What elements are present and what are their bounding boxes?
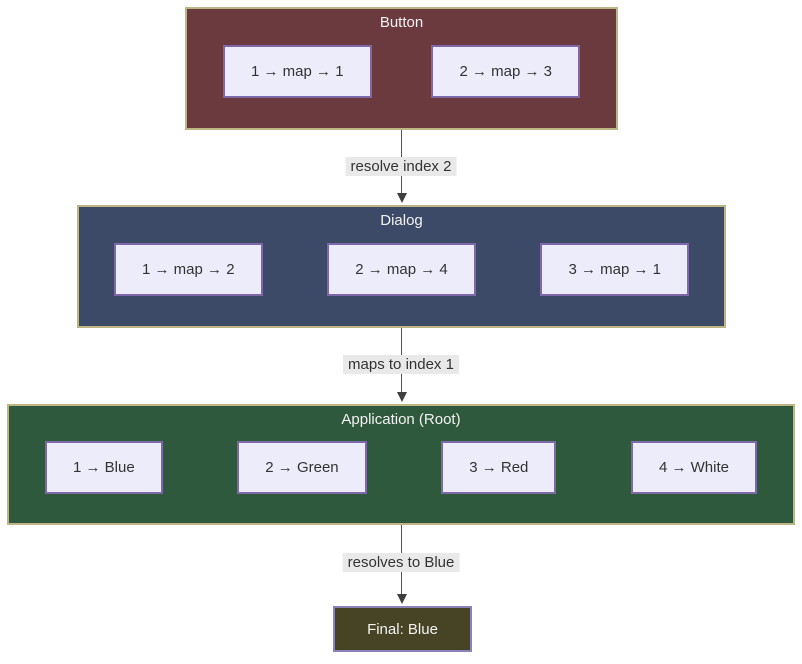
mapping-chip: 4 → White [630,441,757,494]
arrow-label: maps to index 1 [343,355,459,374]
application-mapping-row: 1 → Blue 2 → Green 3 → Red 4 → White [9,441,793,494]
mapping-chip: 2 → map → 3 [431,45,580,98]
button-mapping-row: 1 → map → 1 2 → map → 3 [187,45,616,98]
dialog-mapping-row: 1 → map → 2 2 → map → 4 3 → map → 1 [79,243,724,296]
application-root-container: Application (Root) 1 → Blue 2 → Green 3 → … [7,404,795,525]
mapping-chip: 1 → Blue [45,441,163,494]
final-result-box: Final: Blue [333,606,472,652]
mapping-chip: 1 → map → 1 [223,45,372,98]
mapping-chip: 3 → Red [441,441,557,494]
mapping-chip: 2 → Green [237,441,367,494]
mapping-chip: 2 → map → 4 [327,243,476,296]
mapping-chip: 3 → map → 1 [540,243,689,296]
button-container: Button 1 → map → 1 2 → map → 3 [185,7,618,130]
arrow-head-icon [396,392,407,402]
mapping-chip: 1 → map → 2 [114,243,263,296]
arrow-label: resolve index 2 [345,157,457,176]
arrow-label: resolves to Blue [342,553,460,572]
container-title: Dialog [380,212,423,229]
arrow-head-icon [396,193,407,203]
final-result-label: Final: Blue [367,620,438,638]
container-title: Button [379,14,424,31]
dialog-container: Dialog 1 → map → 2 2 → map → 4 3 → map → 1 [77,205,726,328]
arrow-head-icon [396,594,407,604]
container-title: Application (Root) [341,411,461,428]
